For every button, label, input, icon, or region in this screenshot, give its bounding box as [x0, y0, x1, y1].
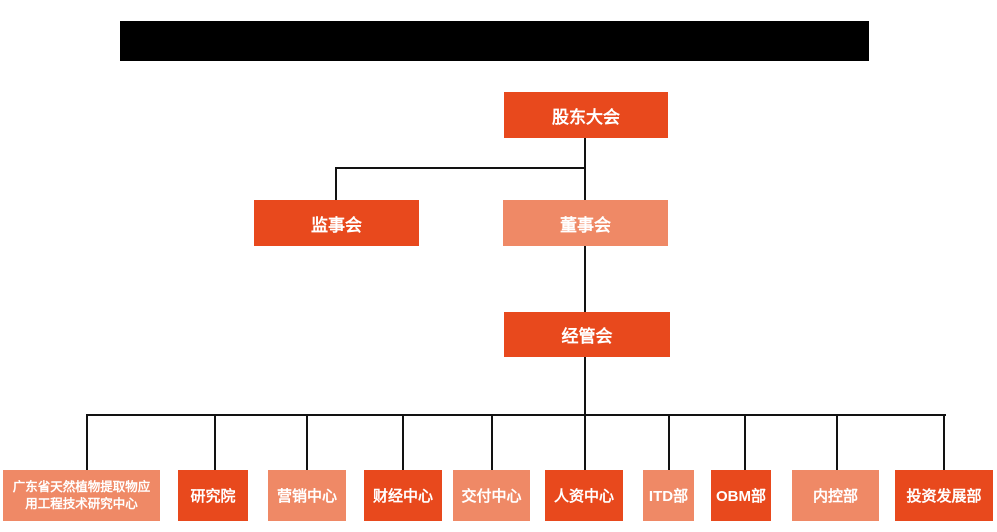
org-node-hr-center: 人资中心	[545, 470, 623, 521]
connector-line	[584, 246, 586, 312]
org-node-obm-department: OBM部	[711, 470, 771, 521]
connector-line	[584, 138, 586, 200]
org-node-supervisory-board: 监事会	[254, 200, 419, 246]
org-node-delivery-center: 交付中心	[453, 470, 530, 521]
org-node-board-of-directors: 董事会	[503, 200, 668, 246]
connector-line	[836, 414, 838, 470]
connector-line	[402, 414, 404, 470]
connector-line	[214, 414, 216, 470]
org-node-internal-control-department: 内控部	[792, 470, 879, 521]
connector-line	[335, 167, 586, 169]
redacted-title-bar	[120, 21, 869, 61]
connector-line	[668, 414, 670, 470]
org-node-itd-department: ITD部	[643, 470, 694, 521]
org-node-shareholders-meeting: 股东大会	[504, 92, 668, 138]
org-node-management-committee: 经管会	[504, 312, 670, 357]
connector-line	[86, 414, 946, 416]
connector-line	[744, 414, 746, 470]
org-node-investment-development-department: 投资发展部	[895, 470, 993, 521]
org-node-guangdong-plant-extract-research-center: 广东省天然植物提取物应 用工程技术研究中心	[3, 470, 160, 521]
org-node-finance-center: 财经中心	[364, 470, 442, 521]
connector-line	[86, 414, 88, 470]
connector-line	[584, 357, 586, 470]
org-node-research-institute: 研究院	[178, 470, 248, 521]
connector-line	[335, 167, 337, 200]
connector-line	[491, 414, 493, 470]
connector-line	[306, 414, 308, 470]
connector-line	[943, 414, 945, 470]
org-node-marketing-center: 营销中心	[268, 470, 346, 521]
